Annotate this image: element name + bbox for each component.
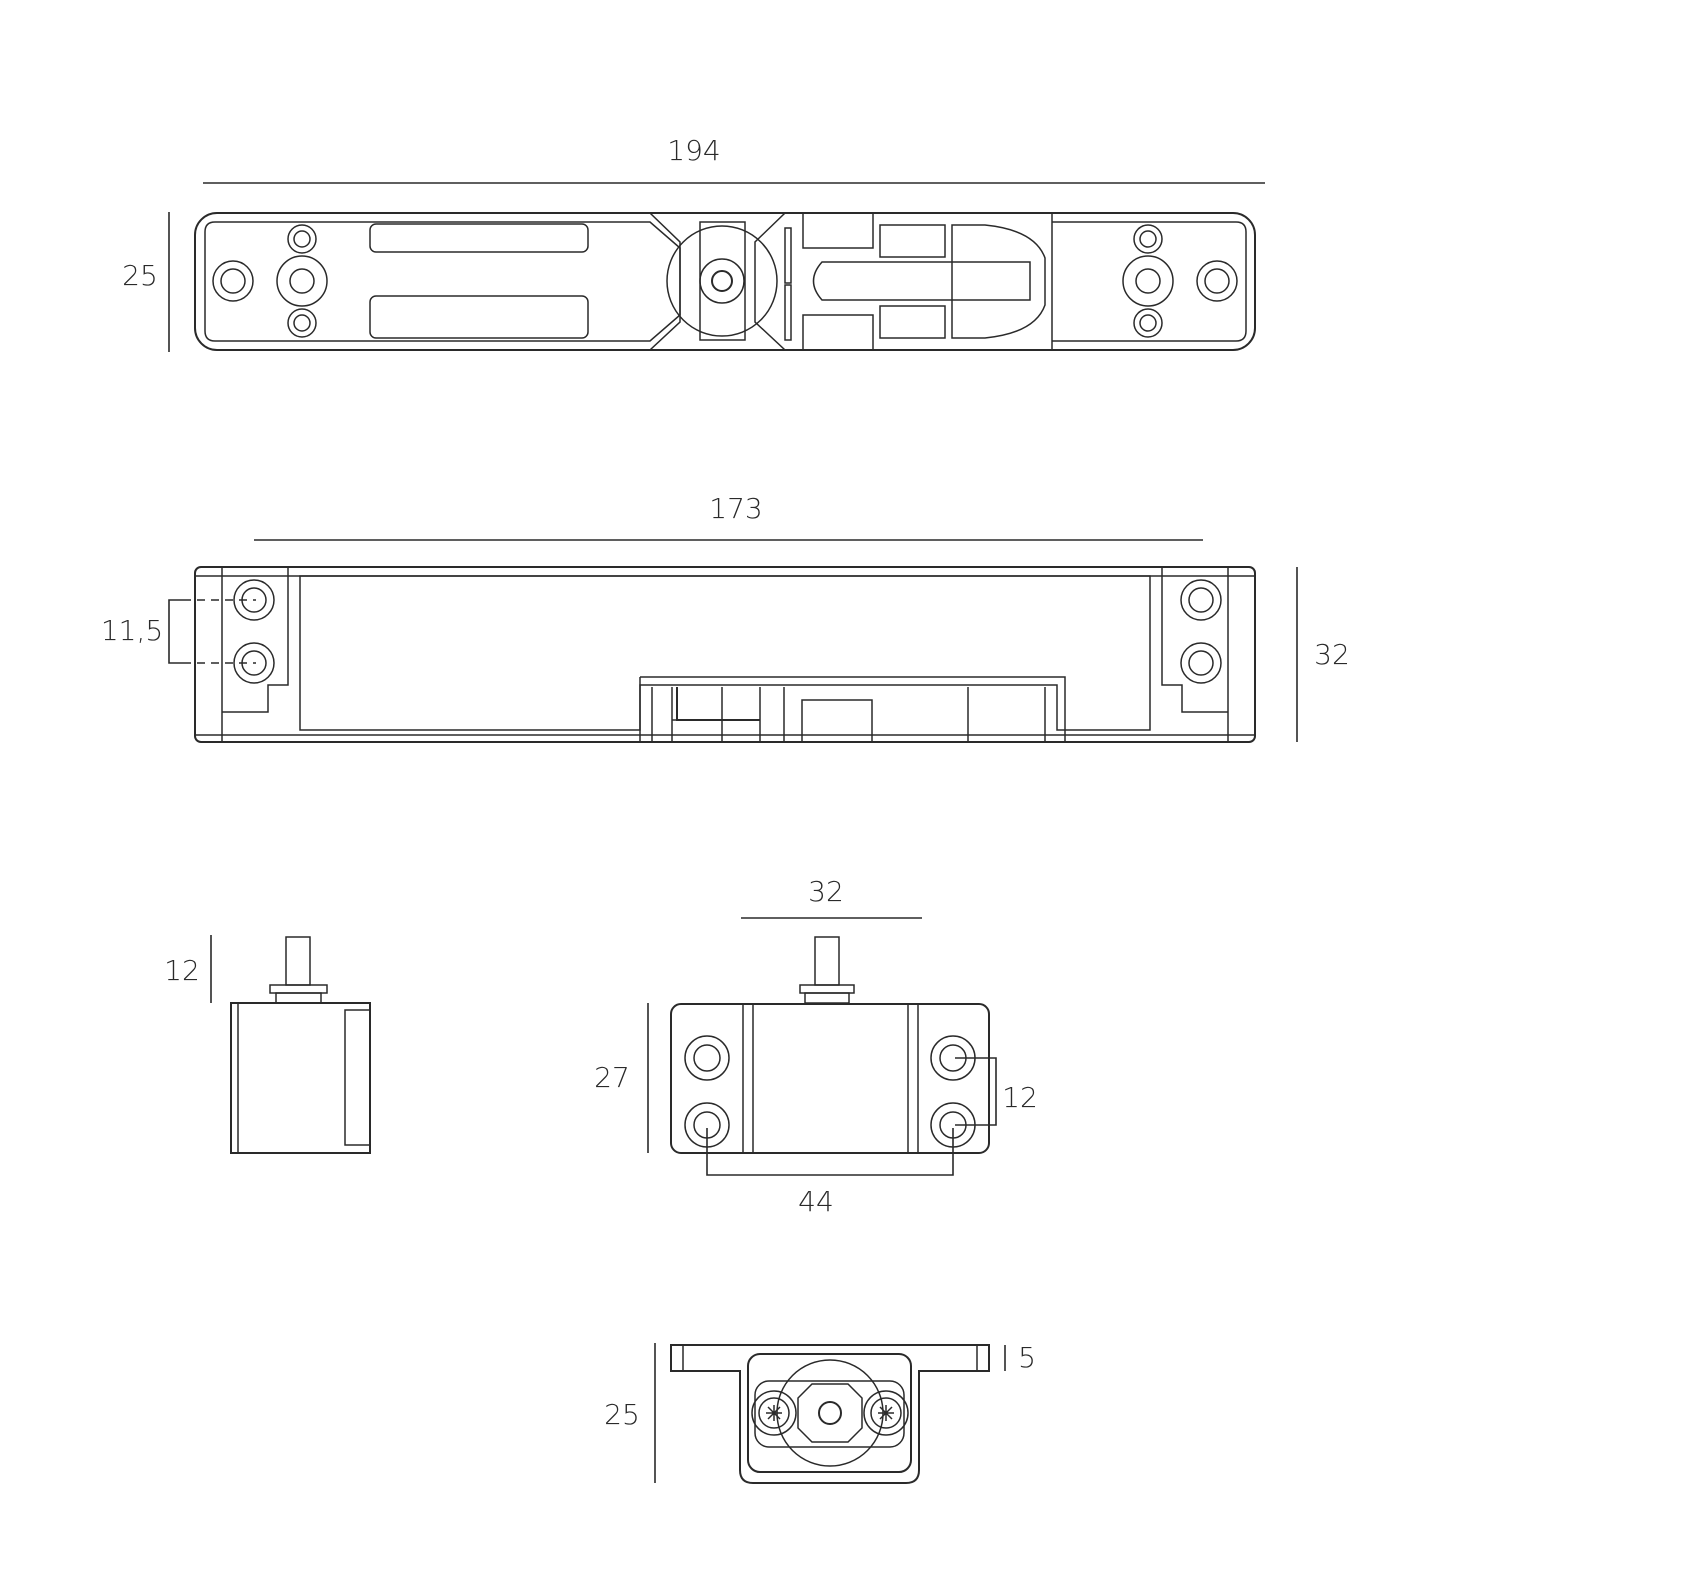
end-screw-plate <box>754 1380 905 1448</box>
top-right-small-hole-bottom <box>1133 308 1163 338</box>
plate-hole-horizontal-label: 44 <box>798 1185 834 1218</box>
top-right-small-hole-bottom-inner <box>1139 314 1157 332</box>
top-right-small-hole-top-inner <box>1139 230 1157 248</box>
front-mechanism-dividers <box>651 687 1046 742</box>
top-left-inner-outline <box>204 221 681 342</box>
end-flange-label: 5 <box>1018 1341 1036 1374</box>
front-right-hole-bottom-inner <box>1188 650 1214 676</box>
end-hex-nut <box>797 1383 863 1443</box>
top-left-hole-inner <box>220 268 246 294</box>
bolt-block-top <box>802 212 874 249</box>
plate-horizontal-spacing-bracket <box>706 1128 954 1176</box>
end-flange-edges <box>682 1345 978 1371</box>
front-mechanism-lever <box>676 687 760 721</box>
end-height-label: 25 <box>604 1398 640 1431</box>
side-view: 12 <box>164 935 371 1154</box>
top-view: 194 25 <box>122 134 1265 352</box>
side-pin <box>285 936 311 986</box>
plate-pin <box>814 936 840 986</box>
top-slot-lower <box>369 295 589 339</box>
front-mechanism-block <box>801 699 873 743</box>
bolt-cell-a <box>879 224 946 258</box>
front-mechanism-frame <box>639 676 1066 742</box>
pivot-pin-outer <box>699 258 745 304</box>
plate-dividers <box>742 1004 919 1153</box>
front-right-mount <box>1161 566 1228 713</box>
front-left-hole-bottom-inner <box>241 650 267 676</box>
top-right-hole-inner <box>1204 268 1230 294</box>
top-right-hole-outer <box>1196 260 1238 302</box>
end-center-hole <box>818 1401 842 1425</box>
plate-top-width-label: 32 <box>808 875 844 908</box>
bolt-block-bottom <box>802 314 874 351</box>
front-hole-spacing-bracket <box>168 599 183 664</box>
end-body-outline <box>670 1344 990 1484</box>
side-nut <box>269 984 328 994</box>
top-right-inner-outline <box>1052 221 1247 342</box>
top-left-center-hole-inner <box>289 268 315 294</box>
plate-body <box>670 1003 990 1154</box>
pivot-slot-b <box>784 284 792 341</box>
front-view: 173 32 11,5 <box>101 492 1350 743</box>
plate-hole-top-left-inner <box>693 1044 721 1072</box>
plate-vertical-spacing-bracket <box>955 1057 997 1126</box>
bolt-tip-outer <box>951 224 1046 339</box>
top-left-hole-outer <box>212 260 254 302</box>
top-right-center-hole-outer <box>1122 255 1174 307</box>
end-screw-right-head <box>870 1397 902 1429</box>
plate-hole-top-left <box>684 1035 730 1081</box>
cross-screw-icon <box>766 1405 782 1421</box>
front-left-hole-top <box>233 579 275 621</box>
pivot-housing <box>648 212 787 351</box>
top-width-label: 25 <box>122 259 158 292</box>
plate-view: 32 27 12 44 <box>594 875 1038 1218</box>
front-left-mount <box>222 566 289 713</box>
end-housing <box>747 1353 912 1473</box>
plate-washer <box>804 992 850 1004</box>
side-pin-height-label: 12 <box>164 954 200 987</box>
bolt-cell-b <box>879 305 946 339</box>
front-right-hole-top <box>1180 579 1222 621</box>
pivot-slot-a <box>784 227 792 284</box>
bolt-shaft <box>812 261 1031 301</box>
top-left-small-hole-top <box>287 224 317 254</box>
side-flange <box>344 1009 371 1146</box>
top-left-small-hole-bottom-inner <box>293 314 311 332</box>
top-length-label: 194 <box>667 134 720 167</box>
front-inner-channel <box>299 575 1151 731</box>
plate-hole-vertical-label: 12 <box>1002 1081 1038 1114</box>
pivot-disc <box>666 225 778 337</box>
front-right-hole-bottom <box>1180 642 1222 684</box>
side-body <box>230 1002 371 1154</box>
front-mechanism-detail <box>672 687 760 742</box>
plate-height-label: 27 <box>594 1061 630 1094</box>
front-left-hole-top-inner <box>241 587 267 613</box>
front-body-outline <box>194 566 1256 743</box>
top-left-small-hole-top-inner <box>293 230 311 248</box>
end-screw-left-head <box>758 1397 790 1429</box>
front-end-caps <box>221 567 1229 742</box>
end-screw-left <box>751 1390 797 1436</box>
side-washer <box>275 992 322 1004</box>
front-left-hole-bottom <box>233 642 275 684</box>
front-height-label: 32 <box>1314 638 1350 671</box>
pivot-pin-inner <box>711 270 733 292</box>
top-left-center-hole-outer <box>276 255 328 307</box>
front-right-hole-top-inner <box>1188 587 1214 613</box>
end-screw-right <box>863 1390 909 1436</box>
pivot-block <box>699 221 746 341</box>
top-slot-upper <box>369 223 589 253</box>
plate-nut <box>799 984 855 994</box>
top-right-center-hole-inner <box>1135 268 1161 294</box>
cross-screw-icon <box>878 1405 894 1421</box>
end-roller <box>776 1359 884 1467</box>
end-view: 25 5 <box>604 1341 1036 1484</box>
top-body-outline <box>194 212 1256 351</box>
top-left-small-hole-bottom <box>287 308 317 338</box>
front-length-label: 173 <box>709 492 762 525</box>
top-right-small-hole-top <box>1133 224 1163 254</box>
front-hole-spacing-label: 11,5 <box>101 614 163 647</box>
